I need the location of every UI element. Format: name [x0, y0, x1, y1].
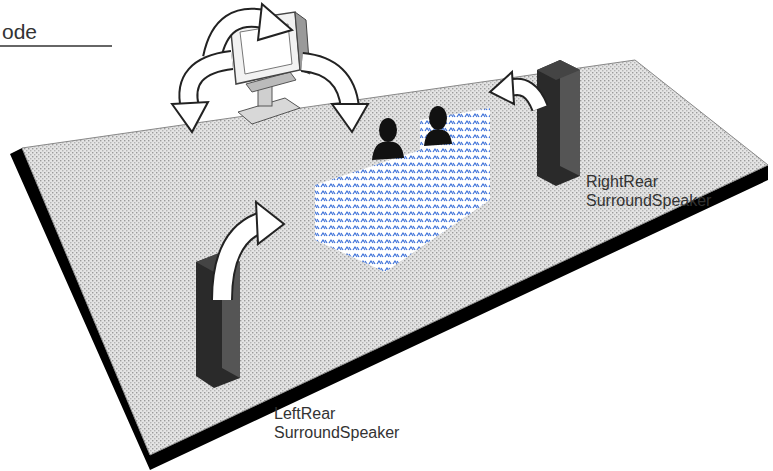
heading-underline	[0, 45, 112, 47]
listeners	[372, 106, 452, 160]
sofa	[315, 108, 490, 272]
right-rear-speaker	[537, 60, 580, 186]
floor	[22, 60, 768, 455]
sound-arrows	[172, 4, 540, 300]
speaker-label: RightRear SurroundSpeaker	[586, 172, 711, 210]
speaker-label: LeftRear SurroundSpeaker	[274, 404, 399, 442]
heading-text: ode	[2, 20, 37, 44]
